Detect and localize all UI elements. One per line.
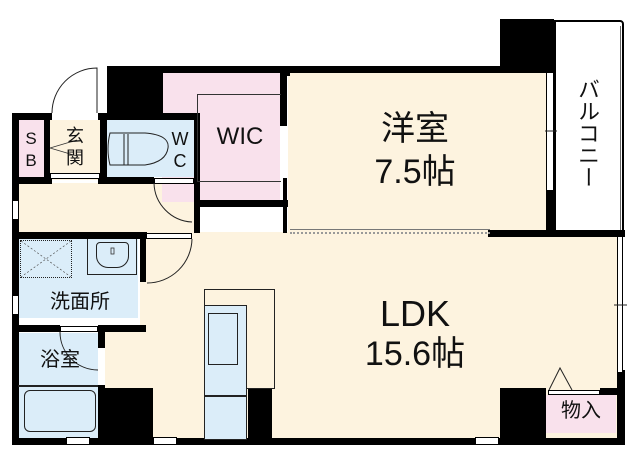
wall-top-left-block xyxy=(107,66,163,120)
washroom-door-opening[interactable] xyxy=(146,233,192,239)
shoe-box-area xyxy=(18,120,44,177)
wall-entry-top xyxy=(12,113,52,120)
wall-top xyxy=(107,66,502,73)
wc-label-line2: C xyxy=(173,151,187,171)
wall-top-right-block xyxy=(500,19,554,73)
wash-basin-counter xyxy=(87,239,137,275)
bathtub xyxy=(24,390,96,432)
wall-corridor-top2 xyxy=(98,177,154,184)
wall-bottom xyxy=(12,438,625,445)
wash-basin xyxy=(96,242,129,268)
entrance-step xyxy=(50,173,100,179)
storage-door-opening[interactable] xyxy=(548,390,600,395)
wall-corridor-bottom xyxy=(12,232,147,239)
wc-label-line1: W xyxy=(171,129,189,149)
wall-entry-top-right xyxy=(98,113,198,120)
western-room-sliding-door[interactable] xyxy=(290,229,490,234)
wall-western-bottom xyxy=(488,230,625,237)
washroom-label: 洗面所 xyxy=(50,291,110,313)
window-bottom-ldk xyxy=(153,437,177,445)
shoe-box-label-line1: S xyxy=(25,129,37,148)
wall-left xyxy=(12,113,19,445)
entrance-label-line2: 関 xyxy=(66,148,84,168)
ldk-size: 15.6帖 xyxy=(364,335,466,373)
western-room-size: 7.5帖 xyxy=(374,153,456,191)
wc-door-opening[interactable] xyxy=(154,178,194,184)
wall-western-left xyxy=(286,66,290,76)
wall-washroom-bottom2 xyxy=(98,325,146,332)
wic-label: WIC xyxy=(216,123,264,150)
balcony-inner-line xyxy=(620,26,621,230)
bath-door-opening[interactable] xyxy=(60,326,98,332)
wall-bath-right xyxy=(98,330,105,348)
kitchen-divider xyxy=(204,395,247,397)
washer-space xyxy=(20,240,72,278)
wall-corridor-top xyxy=(12,177,52,184)
wall-washroom-bottom xyxy=(12,325,60,332)
wall-western-right xyxy=(546,73,554,235)
entrance-floor xyxy=(50,120,100,180)
wall-washroom-right xyxy=(140,232,146,282)
wall-sb-entrance xyxy=(44,120,50,177)
bathroom-label: 浴室 xyxy=(40,349,80,371)
pillar-bottom-mid xyxy=(248,388,272,440)
kitchen-sink-counter xyxy=(204,305,247,440)
storage-area xyxy=(546,395,616,433)
storage-label: 物入 xyxy=(561,400,601,422)
wic-inner-shelf xyxy=(197,94,281,182)
western-room-name: 洋室 xyxy=(381,110,449,148)
wall-storage-top xyxy=(600,388,625,395)
wall-entrance-wc xyxy=(100,113,107,183)
kitchen-sink xyxy=(208,313,238,365)
western-room-floor xyxy=(288,73,546,233)
window-bottom-ldk-right xyxy=(475,437,499,445)
pillar-bottom-right xyxy=(500,388,546,440)
wall-western-right-solid xyxy=(546,190,554,235)
bath-separator xyxy=(18,385,98,387)
wall-wic-right xyxy=(280,66,287,126)
shoe-box-label-line2: B xyxy=(25,151,37,170)
ldk-name: LDK xyxy=(379,293,451,334)
window-left-washroom xyxy=(12,295,19,315)
wc-area xyxy=(106,120,194,177)
balcony-label: バルコニー xyxy=(575,78,600,188)
wall-right-lower xyxy=(617,370,625,445)
wall-wic-bottom xyxy=(200,200,288,207)
wall-wic-right2 xyxy=(283,178,287,233)
window-left-corridor xyxy=(12,200,19,220)
window-bottom-bath xyxy=(66,437,90,445)
pillar-bottom-left xyxy=(98,388,153,440)
balcony-area xyxy=(554,20,624,232)
entrance-label-line1: 玄 xyxy=(66,126,84,146)
